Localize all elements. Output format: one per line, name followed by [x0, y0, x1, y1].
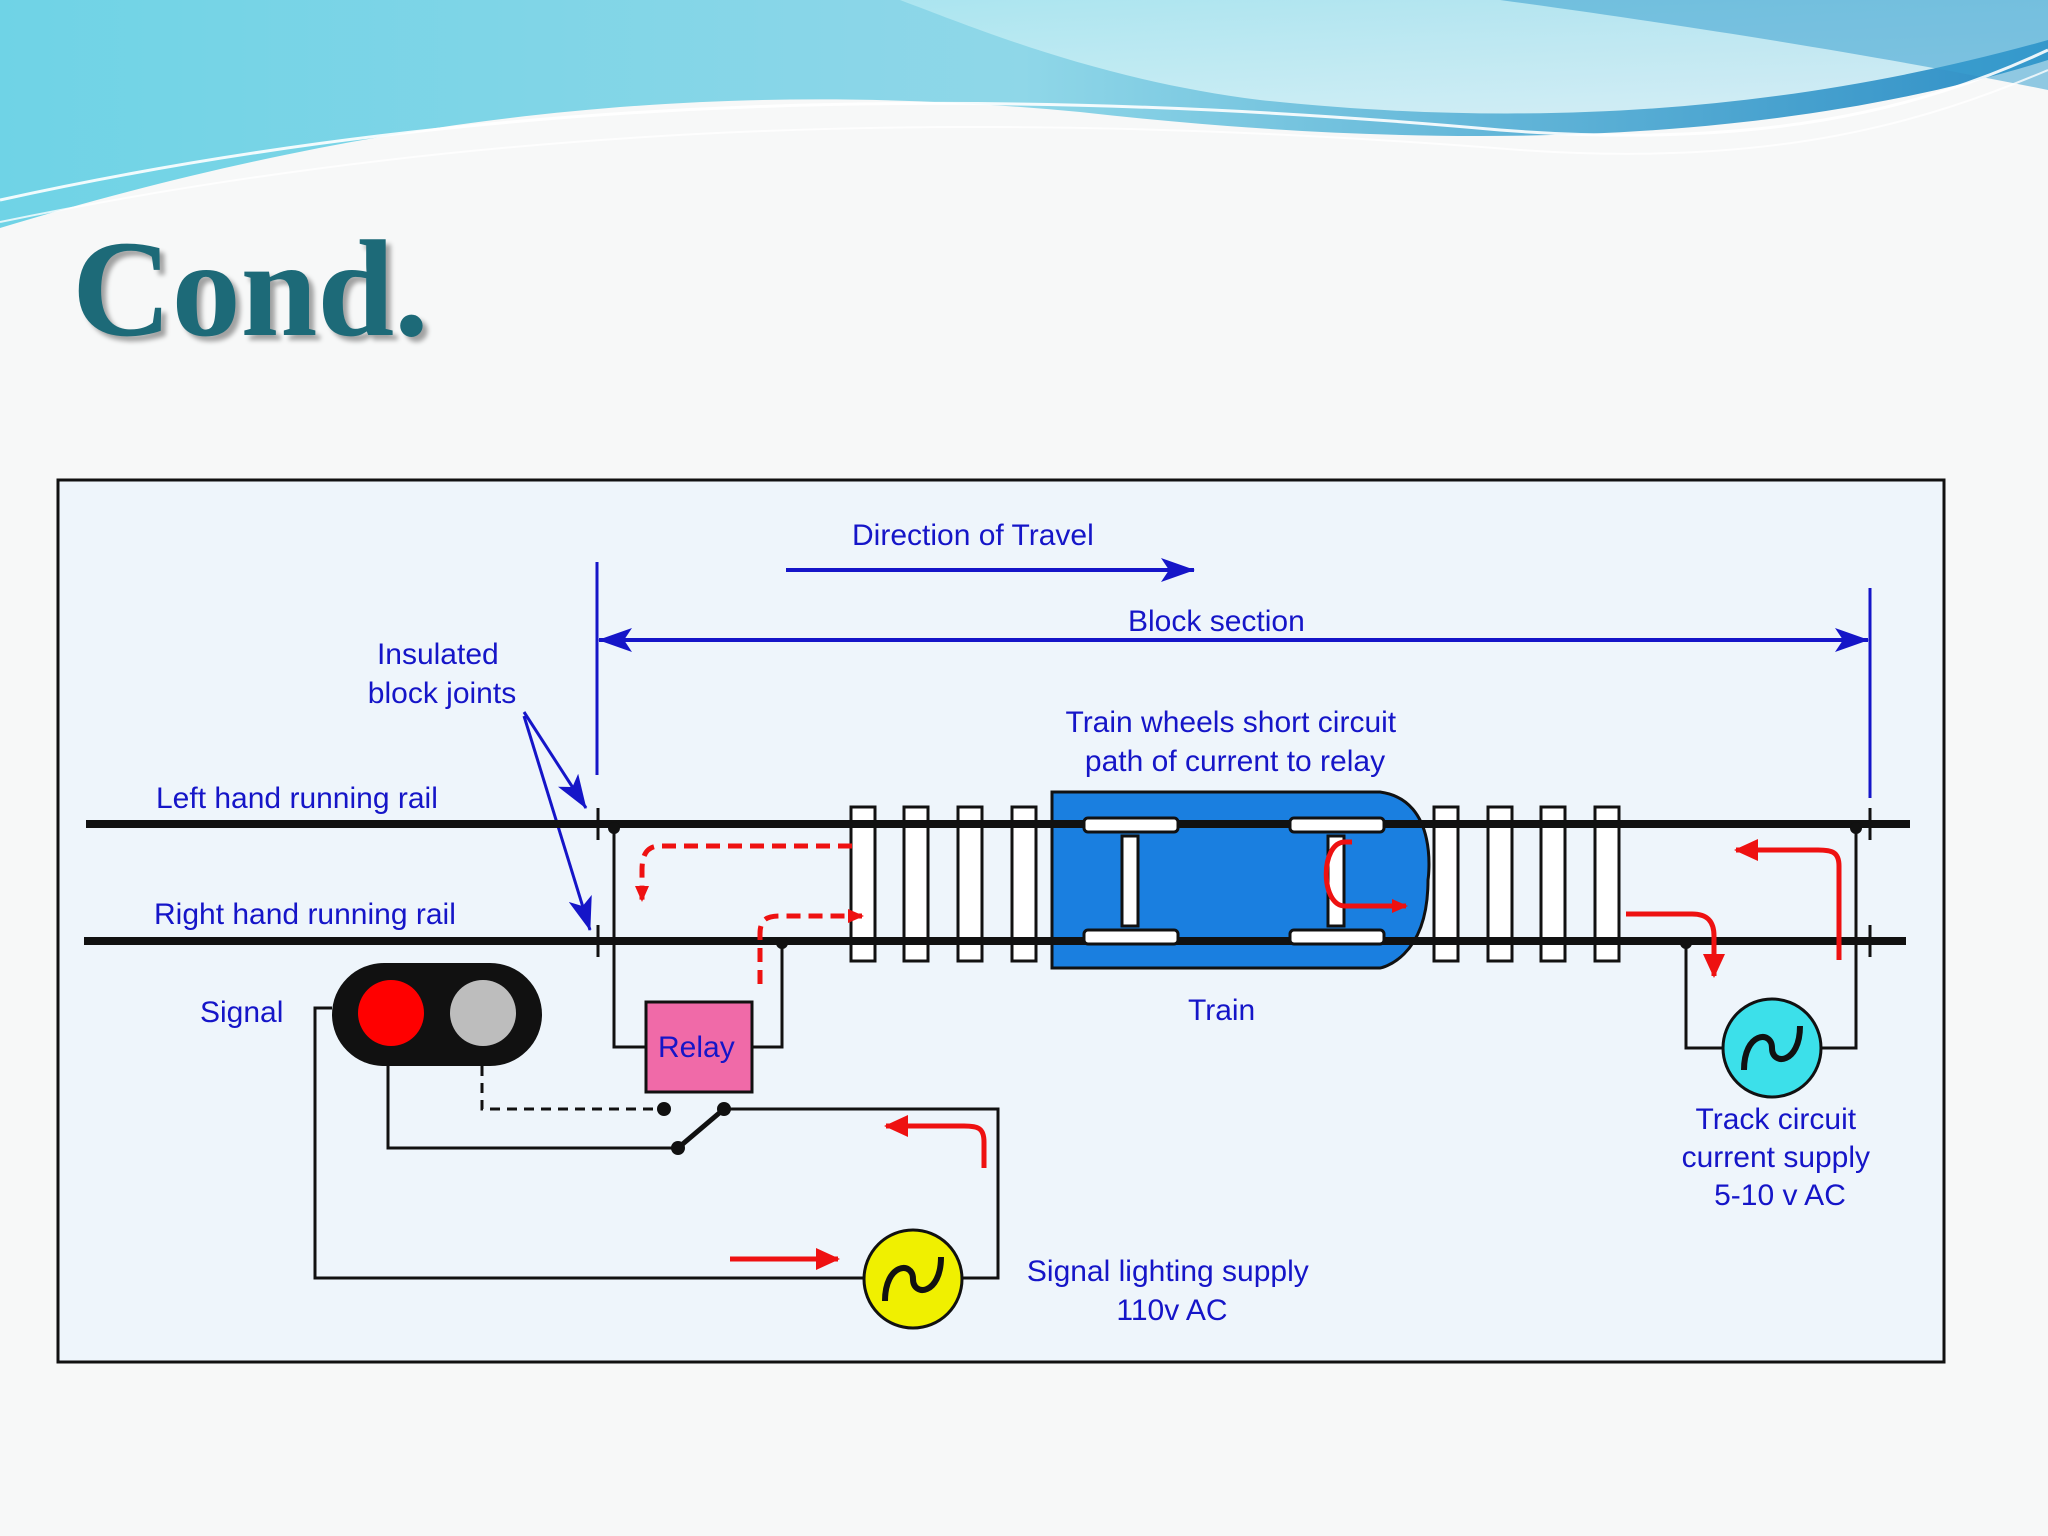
- lighting-current-arrow-top: [884, 1115, 987, 1168]
- rail-connection-node: [1680, 937, 1692, 949]
- signal-label: Signal: [200, 996, 283, 1029]
- slide-title: Cond.: [72, 212, 429, 365]
- wheel: [1082, 816, 1180, 834]
- diagram-panel: [56, 478, 1946, 1364]
- track-supply-wiring: [1684, 826, 1858, 1050]
- block-section-label: Block section: [1128, 605, 1305, 638]
- track-supply-line-2: current supply: [1682, 1141, 1870, 1174]
- sleeper: [1593, 805, 1621, 963]
- current-through-axle-arrow: [1323, 839, 1408, 913]
- signal-lighting-wiring: [313, 1006, 1000, 1280]
- lighting-supply-line-2: 110v AC: [1116, 1294, 1227, 1327]
- wheel: [1288, 928, 1386, 946]
- current-to-relay-arrow: [635, 843, 852, 902]
- sleepers-left: [849, 805, 1038, 963]
- track-supply-line-3: 5-10 v AC: [1714, 1179, 1846, 1212]
- wheelset-front: [1082, 816, 1180, 946]
- relay-label: Relay: [658, 1031, 735, 1064]
- sleeper: [902, 805, 930, 963]
- sleeper: [1486, 805, 1514, 963]
- current-from-relay-arrow: [757, 909, 864, 984]
- direction-of-travel-label: Direction of Travel: [852, 519, 1094, 552]
- signal-lighting-supply-label: Signal lighting supply 110v AC: [1027, 1255, 1317, 1327]
- wheel: [1288, 816, 1386, 834]
- insulated-block-joints-label: Insulated block joints: [368, 638, 516, 710]
- signal-lighting-supply: [862, 1228, 964, 1330]
- current-up-from-supply-arrow: [1734, 839, 1842, 960]
- left-rail-label: Left hand running rail: [156, 782, 438, 815]
- wheel: [1082, 928, 1180, 946]
- axle: [1120, 834, 1140, 928]
- insulated-line-2: block joints: [368, 677, 516, 710]
- relay-wiring: [612, 826, 784, 1049]
- sleepers-right: [1432, 805, 1621, 963]
- right-rail-label: Right hand running rail: [154, 898, 456, 931]
- rail-connection-node: [1850, 822, 1862, 834]
- train-wheels-note: Train wheels short circuit path of curre…: [1065, 706, 1404, 778]
- signal-head: [332, 963, 542, 1066]
- sleeper: [849, 805, 877, 963]
- sleeper: [1539, 805, 1567, 963]
- switch-contact-icon: [657, 1102, 731, 1155]
- train-wheels-note-line-2: path of current to relay: [1085, 745, 1385, 778]
- track-supply-line-1: Track circuit: [1696, 1103, 1857, 1136]
- train-label: Train: [1188, 994, 1255, 1027]
- rail-connection-node: [776, 937, 788, 949]
- insulated-line-1: Insulated: [377, 638, 499, 671]
- signal-lamp-icon: [450, 980, 516, 1046]
- header-wave-decoration: [0, 0, 2048, 228]
- rail-connection-node: [608, 822, 620, 834]
- current-down-to-supply-arrow: [1626, 911, 1725, 978]
- sleeper: [1432, 805, 1460, 963]
- sleeper: [956, 805, 984, 963]
- relay-contact-link: [480, 1066, 664, 1111]
- track-circuit-supply: [1721, 997, 1823, 1099]
- signal-lamp-icon: [358, 980, 424, 1046]
- track-circuit-supply-label: Track circuit current supply 5-10 v AC: [1682, 1103, 1879, 1212]
- sleeper: [1010, 805, 1038, 963]
- insulated-joints: [596, 808, 1872, 957]
- relay-box: [644, 1000, 754, 1094]
- train-wheels-note-line-1: Train wheels short circuit: [1065, 706, 1396, 739]
- insulated-pointer-left-rail: [522, 711, 588, 809]
- lighting-supply-line-1: Signal lighting supply: [1027, 1255, 1309, 1288]
